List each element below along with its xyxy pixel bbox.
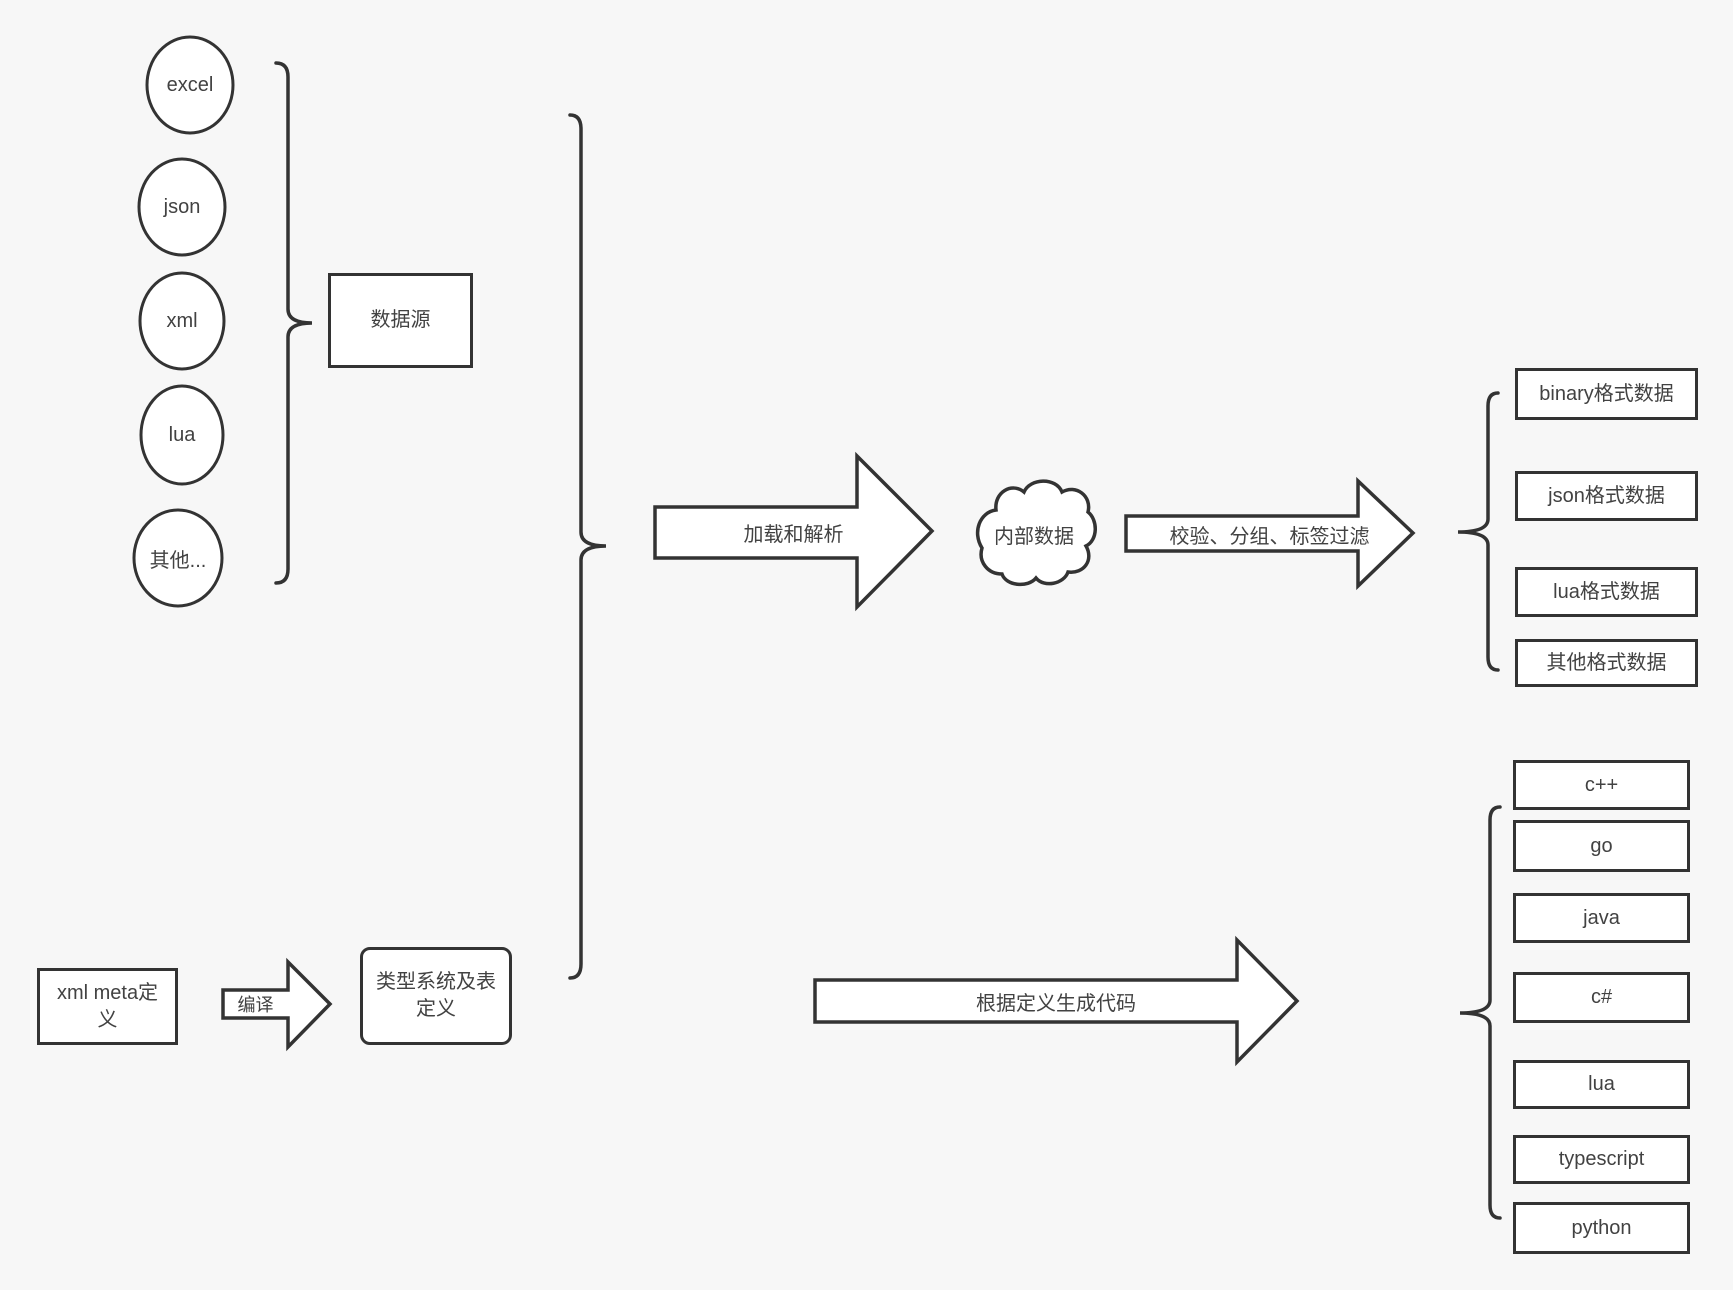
box-python: python [1513, 1202, 1690, 1254]
box-xml-meta: xml meta定义 [37, 968, 178, 1045]
ellipse-lua [139, 384, 225, 486]
arrow-label-filter: 校验、分组、标签过滤 [1169, 525, 1370, 548]
box-go: go [1513, 820, 1690, 872]
ellipse-xml [138, 271, 226, 371]
ellipse-other [132, 508, 224, 608]
ellipse-excel [145, 35, 235, 135]
brace-main [568, 113, 607, 980]
ellipse-json [137, 157, 227, 257]
brace-languages [1459, 805, 1502, 1220]
arrow-label-load-parse: 加载和解析 [743, 524, 844, 546]
box-java: java [1513, 893, 1690, 943]
arrow-filter [1124, 476, 1416, 591]
box-csharp: c# [1513, 972, 1690, 1023]
box-json-format: json格式数据 [1515, 471, 1698, 521]
box-data-source: 数据源 [328, 273, 473, 368]
box-lua-lang: lua [1513, 1060, 1690, 1109]
source-label-json: json [163, 195, 201, 218]
arrow-compile [221, 957, 333, 1052]
brace-formats [1457, 391, 1500, 672]
source-label-other: 其他... [149, 549, 207, 572]
cloud-label-internal-data: 内部数据 [994, 525, 1074, 548]
box-other-format: 其他格式数据 [1515, 639, 1698, 687]
box-typescript: typescript [1513, 1135, 1690, 1184]
box-lua-format: lua格式数据 [1515, 567, 1698, 617]
box-type-system: 类型系统及表定义 [360, 947, 512, 1045]
arrow-label-compile: 编译 [237, 995, 274, 1015]
arrow-label-codegen: 根据定义生成代码 [976, 992, 1136, 1015]
brace-sources [274, 61, 313, 585]
source-label-xml: xml [166, 309, 198, 332]
source-label-lua: lua [168, 423, 196, 446]
arrow-load-parse [653, 451, 935, 612]
cloud-internal-data [975, 479, 1097, 587]
box-binary-format: binary格式数据 [1515, 368, 1698, 420]
source-label-excel: excel [166, 73, 214, 96]
box-cpp: c++ [1513, 760, 1690, 810]
arrow-codegen [813, 935, 1300, 1067]
